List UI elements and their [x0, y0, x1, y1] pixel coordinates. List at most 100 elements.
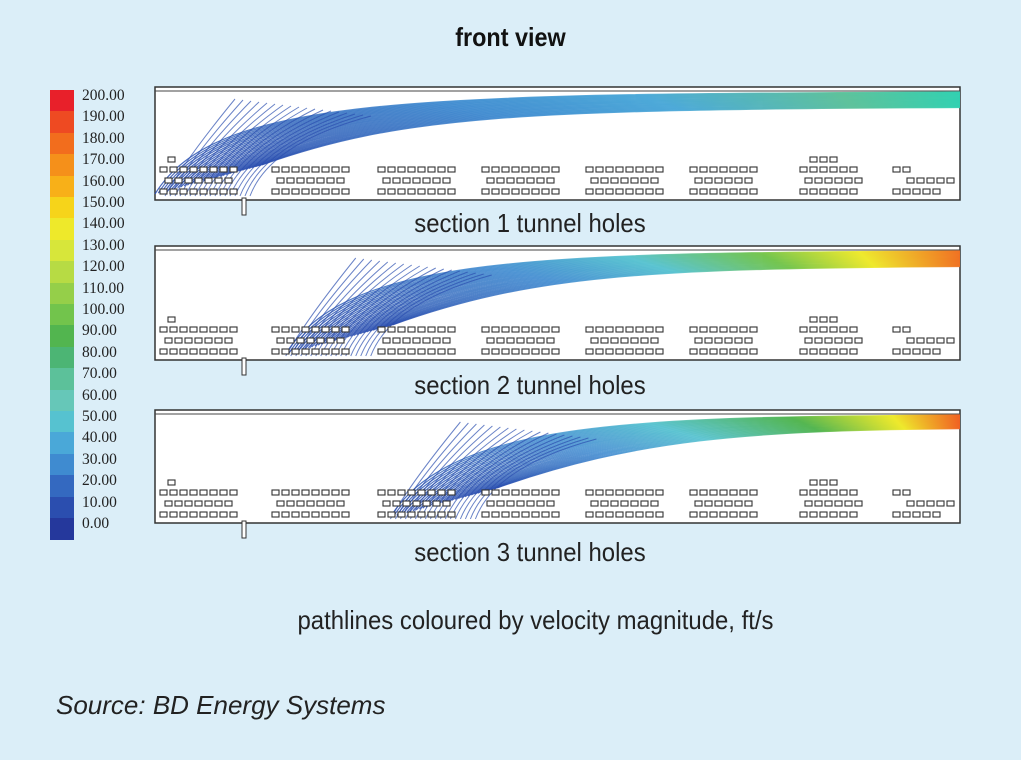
- tunnel-hole: [946, 500, 955, 507]
- tunnel-hole: [511, 348, 520, 355]
- tunnel-hole: [281, 348, 290, 355]
- tunnel-hole: [635, 489, 644, 496]
- tunnel-hole: [437, 166, 446, 173]
- tunnel-hole: [179, 188, 188, 195]
- tunnel-hole: [912, 188, 921, 195]
- tunnel-hole: [531, 188, 540, 195]
- tunnel-hole: [734, 337, 743, 344]
- tunnel-hole: [199, 166, 208, 173]
- tunnel-hole: [605, 188, 614, 195]
- inlet-pathline: [360, 272, 476, 357]
- tunnel-hole: [902, 166, 911, 173]
- tunnel-hole: [167, 156, 176, 163]
- tunnel-hole: [536, 500, 545, 507]
- tunnel-hole: [536, 177, 545, 184]
- tunnel-hole: [271, 511, 280, 518]
- tunnel-hole: [839, 348, 848, 355]
- inlet-pathline: [409, 425, 493, 520]
- inlet-pathline: [449, 433, 557, 520]
- tunnel-hole: [849, 188, 858, 195]
- tunnel-hole: [286, 177, 295, 184]
- tunnel-hole: [382, 337, 391, 344]
- tunnel-hole: [159, 188, 168, 195]
- tunnel-hole: [224, 177, 233, 184]
- tunnel-hole: [709, 511, 718, 518]
- colorbar-tick-label: 60.00: [82, 386, 117, 404]
- tunnel-hole: [311, 348, 320, 355]
- pathline: [261, 106, 961, 166]
- tunnel-hole: [501, 511, 510, 518]
- tunnel-hole: [382, 177, 391, 184]
- tunnel-hole: [402, 177, 411, 184]
- inlet-pathline: [419, 427, 509, 520]
- tunnel-hole: [824, 500, 833, 507]
- tunnel-hole: [585, 511, 594, 518]
- inlet-pathline: [340, 268, 444, 357]
- tunnel-hole: [640, 177, 649, 184]
- tunnel-hole: [824, 177, 833, 184]
- inlet-pathline: [325, 265, 421, 357]
- tunnel-hole: [311, 326, 320, 333]
- tunnel-hole: [521, 348, 530, 355]
- tunnel-hole: [590, 500, 599, 507]
- colorbar-swatch: [50, 282, 74, 305]
- tunnel-hole: [799, 188, 808, 195]
- tunnel-hole: [645, 489, 654, 496]
- tunnel-hole: [387, 489, 396, 496]
- inlet-pathline: [330, 266, 428, 357]
- tunnel-hole: [595, 188, 604, 195]
- colorbar-swatch: [50, 90, 74, 112]
- tunnel-hole: [551, 326, 560, 333]
- tunnel-hole: [531, 326, 540, 333]
- tunnel-hole: [229, 348, 238, 355]
- tunnel-hole: [749, 166, 758, 173]
- tunnel-hole: [392, 337, 401, 344]
- tunnel-hole: [819, 188, 828, 195]
- tunnel-hole: [501, 348, 510, 355]
- tunnel-hole: [179, 348, 188, 355]
- tunnel-hole: [336, 500, 345, 507]
- tunnel-hole: [301, 166, 310, 173]
- tunnel-hole: [214, 500, 223, 507]
- tunnel-hole: [311, 188, 320, 195]
- tunnel-hole: [689, 489, 698, 496]
- tunnel-hole: [526, 337, 535, 344]
- tunnel-hole: [174, 500, 183, 507]
- tunnel-hole: [159, 348, 168, 355]
- tunnel-hole: [902, 326, 911, 333]
- tunnel-hole: [630, 500, 639, 507]
- tunnel-hole: [829, 316, 838, 323]
- tunnel-hole: [427, 326, 436, 333]
- tunnel-hole: [516, 177, 525, 184]
- section-1-label: section 1 tunnel holes: [414, 208, 646, 238]
- tunnel-hole: [922, 348, 931, 355]
- tunnel-hole: [219, 489, 228, 496]
- colorbar-swatch: [50, 111, 74, 134]
- tunnel-hole: [724, 177, 733, 184]
- tunnel-hole: [486, 500, 495, 507]
- tunnel-hole: [526, 177, 535, 184]
- tunnel-hole: [331, 166, 340, 173]
- tunnel-hole: [839, 489, 848, 496]
- tunnel-hole: [219, 188, 228, 195]
- tunnel-hole: [331, 188, 340, 195]
- tunnel-hole: [432, 177, 441, 184]
- tunnel-hole: [397, 511, 406, 518]
- tunnel-hole: [932, 188, 941, 195]
- tunnel-hole: [159, 511, 168, 518]
- inlet-pathline: [285, 257, 357, 357]
- tunnel-hole: [585, 326, 594, 333]
- tunnel-hole: [610, 337, 619, 344]
- tunnel-hole: [301, 326, 310, 333]
- tunnel-hole: [447, 489, 456, 496]
- tunnel-hole: [635, 188, 644, 195]
- inlet-pathline: [454, 434, 565, 520]
- tunnel-hole: [814, 337, 823, 344]
- tunnel-hole: [506, 500, 515, 507]
- tunnel-hole: [844, 177, 853, 184]
- colorbar-swatch: [50, 132, 74, 155]
- tunnel-hole: [834, 337, 843, 344]
- tunnel-hole: [271, 188, 280, 195]
- inlet-pathline: [224, 110, 332, 197]
- inlet-pathline: [174, 100, 252, 197]
